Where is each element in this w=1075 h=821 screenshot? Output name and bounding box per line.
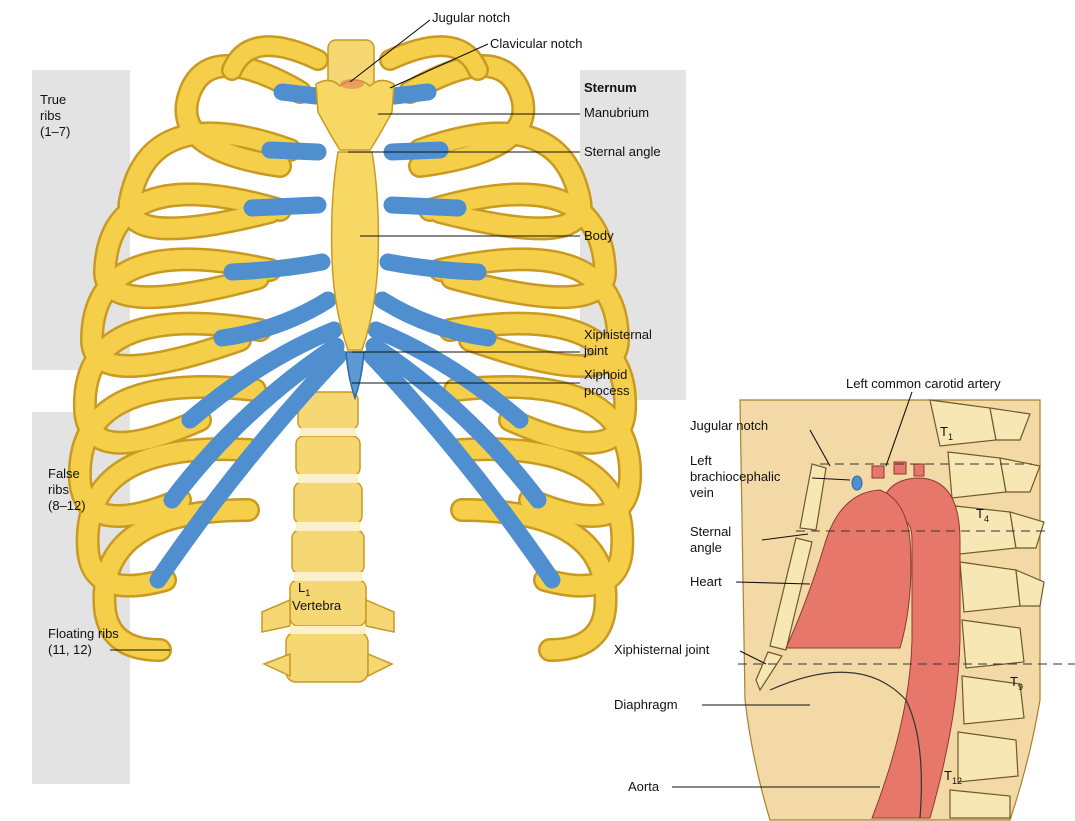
- label-t4-letter: T: [976, 506, 984, 521]
- label-t4: T4: [976, 506, 989, 523]
- label-t4-subscript: 4: [984, 514, 989, 524]
- label-t9-letter: T: [1010, 674, 1018, 689]
- label-true-ribs: True ribs (1–7): [40, 92, 70, 140]
- label-jugular-notch: Jugular notch: [432, 10, 510, 26]
- label-manubrium: Manubrium: [584, 105, 649, 121]
- sternal-body: [332, 152, 379, 350]
- label-diaphragm: Diaphragm: [614, 697, 678, 713]
- label-l1: L1: [298, 580, 310, 597]
- label-heart: Heart: [690, 574, 722, 590]
- label-aorta: Aorta: [628, 779, 659, 795]
- thoracic-cage: [80, 40, 630, 682]
- label-left-common-carotid: Left common carotid artery: [846, 376, 1001, 392]
- label-t1: T1: [940, 424, 953, 441]
- label-t12-subscript: 12: [952, 776, 962, 786]
- label-xiphisternal-joint: Xiphisternal joint: [584, 327, 652, 359]
- label-t9: T9: [1010, 674, 1023, 691]
- label-clavicular-notch: Clavicular notch: [490, 36, 583, 52]
- label-xiphoid-process: Xiphoid process: [584, 367, 630, 399]
- label-jugular-notch-b: Jugular notch: [690, 418, 768, 434]
- label-t12: T12: [944, 768, 962, 785]
- label-body: Body: [584, 228, 614, 244]
- label-l1-subscript: 1: [305, 588, 310, 598]
- label-left-brachiocephalic-vein: Left brachiocephalic vein: [690, 453, 780, 501]
- label-floating-ribs: Floating ribs (11, 12): [48, 626, 119, 658]
- label-t1-subscript: 1: [948, 432, 953, 442]
- label-sternal-angle: Sternal angle: [584, 144, 661, 160]
- label-xiphisternal-joint-b: Xiphisternal joint: [614, 642, 709, 658]
- label-false-ribs: False ribs (8–12): [48, 466, 86, 514]
- label-t12-letter: T: [944, 768, 952, 783]
- xiphoid: [346, 352, 364, 398]
- label-sternal-angle-b: Sternal angle: [690, 524, 731, 556]
- label-vertebra: Vertebra: [292, 598, 341, 614]
- label-t1-letter: T: [940, 424, 948, 439]
- sagittal-section: [738, 400, 1075, 820]
- label-t9-subscript: 9: [1018, 682, 1023, 692]
- manubrium: [316, 80, 394, 150]
- brachiocephalic-vein-dot: [852, 476, 862, 490]
- label-sternum-heading: Sternum: [584, 80, 637, 96]
